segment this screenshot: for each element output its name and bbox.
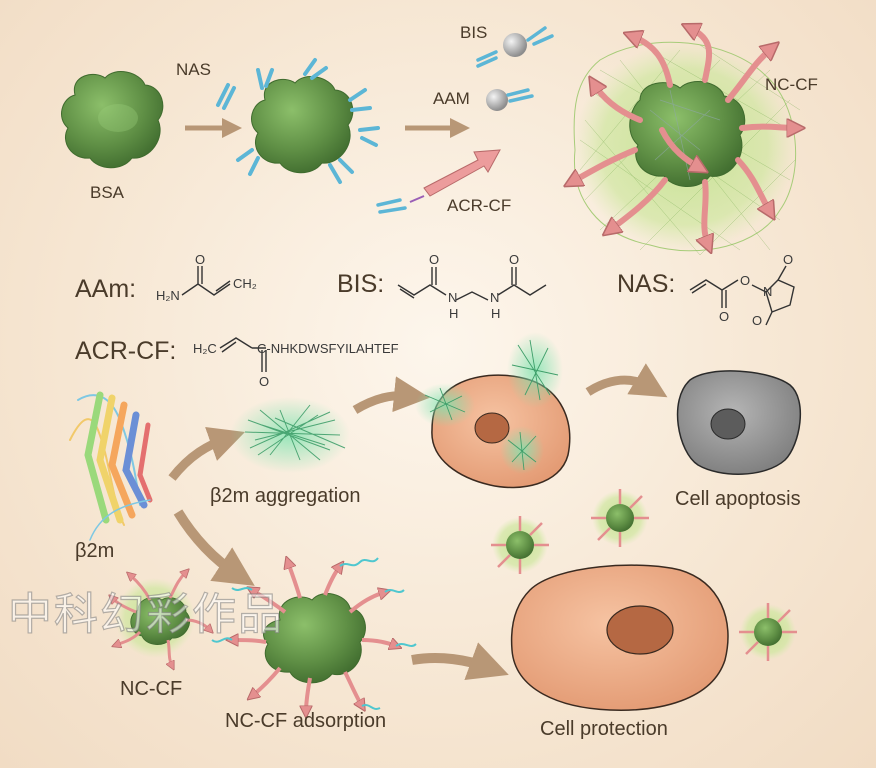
arrow-b2m-to-adsorption (173, 509, 255, 586)
aam-monomer-icon (486, 88, 534, 111)
b2m-aggregate-fibers (230, 397, 350, 473)
nas-structure (689, 265, 795, 326)
nc-cf-nanocapsule-large (572, 28, 800, 255)
label-aam-formula: AAm: (75, 275, 137, 303)
label-cell-apoptosis: Cell apoptosis (675, 488, 801, 510)
acr-cf-peptide-icon (376, 149, 501, 214)
label-nc-cf-top: NC-CF (765, 75, 818, 94)
chem-o-nas3: O (783, 252, 794, 267)
label-nas-arrow: NAS (176, 60, 211, 79)
label-bsa: BSA (90, 183, 125, 202)
label-acr-cf-formula: ACR-CF: (75, 337, 177, 365)
chem-h2c: H₂C (193, 341, 217, 356)
nc-cf-adsorption-complex (211, 558, 417, 712)
chem-ch2: CH₂ (233, 276, 257, 291)
aam-structure (181, 266, 231, 296)
watermark-text: 中科幻彩作品 (7, 588, 284, 640)
bis-structure (397, 267, 547, 301)
chem-o-acr: O (259, 374, 270, 389)
arrow-b2m-to-aggregation (168, 426, 245, 481)
chem-o-aam: O (195, 252, 206, 267)
nc-cf-capsule-a (491, 516, 549, 574)
damaged-cell (415, 332, 571, 489)
chem-o-bis1: O (429, 252, 440, 267)
arrow-aggregation-to-cell (352, 376, 430, 414)
label-bis-formula: BIS: (337, 270, 385, 298)
nas-molecule-icon (216, 83, 236, 110)
chem-o-nas4: O (752, 313, 763, 328)
label-b2m-aggregation: β2m aggregation (210, 485, 361, 507)
bis-crosslinker-icon (476, 26, 554, 68)
chem-h2n: H₂N (156, 288, 180, 303)
chem-n-nas: N (763, 284, 773, 299)
chem-o-nas2: O (719, 309, 730, 324)
bsa-nas-modified-protein (236, 58, 380, 184)
nc-cf-nanocapsule-small (112, 572, 210, 666)
chem-o-bis2: O (509, 252, 520, 267)
nc-cf-capsule-b (591, 489, 649, 547)
label-b2m: β2m (75, 540, 115, 562)
b2m-protein-ribbon (69, 391, 153, 541)
label-bis-top: BIS (460, 23, 488, 42)
label-acr-cf-top: ACR-CF (447, 196, 512, 215)
label-nc-cf-adsorption: NC-CF adsorption (225, 710, 387, 732)
arrow-cell-to-apoptosis (585, 363, 668, 398)
label-nas-formula: NAS: (617, 270, 676, 298)
chem-h2: H (491, 306, 501, 321)
arrow-adsorption-to-protection (411, 642, 509, 680)
chem-n1: N (448, 290, 458, 305)
bsa-protein (61, 71, 164, 169)
apoptotic-cell (676, 370, 802, 475)
chem-peptide: C-NHKDWSFYILAHTEF (257, 341, 399, 356)
chem-n2: N (490, 290, 500, 305)
nc-cf-capsule-c (739, 603, 797, 661)
chem-o-nas1: O (740, 273, 751, 288)
protected-cell (510, 564, 729, 711)
label-cell-protection: Cell protection (540, 718, 668, 740)
chem-h1: H (449, 306, 459, 321)
label-nc-cf-bottom: NC-CF (120, 678, 183, 700)
acr-cf-structure (219, 337, 267, 372)
label-aam-top: AAM (433, 89, 470, 108)
